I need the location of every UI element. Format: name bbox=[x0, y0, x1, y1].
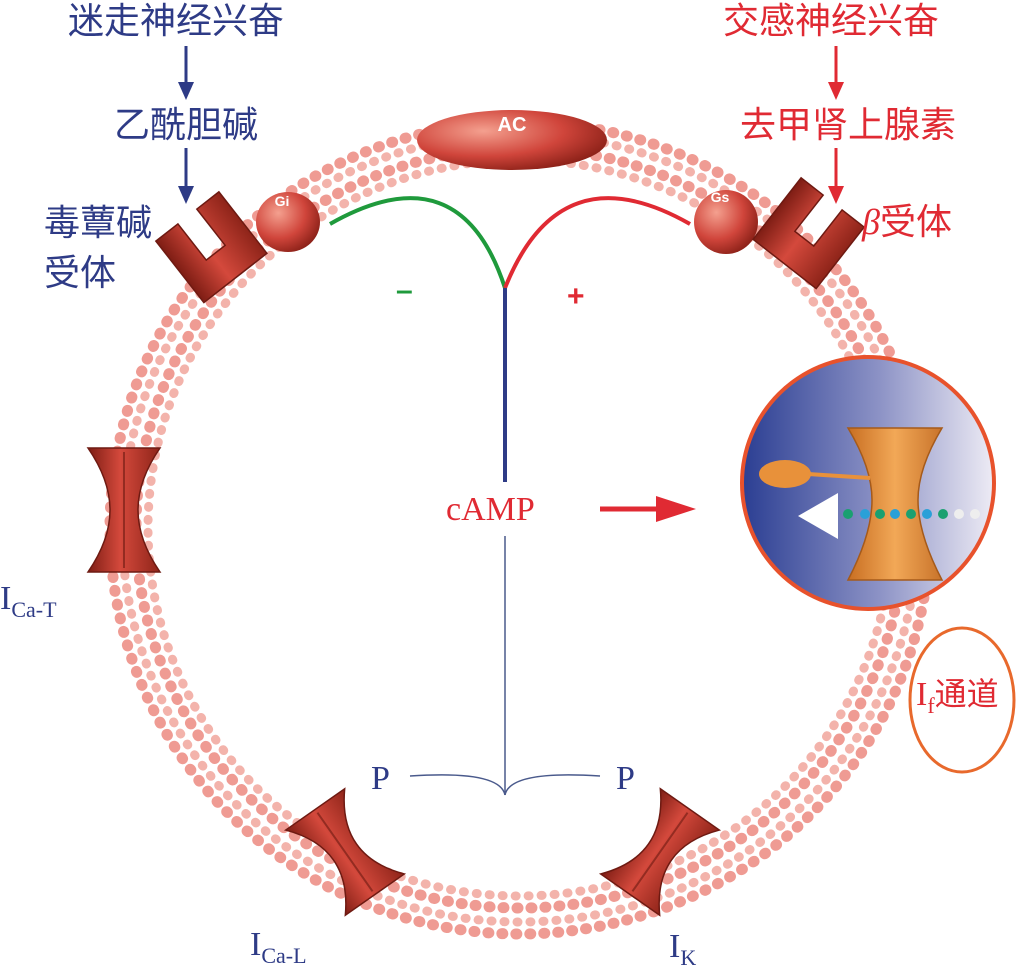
sympathetic-arrow-1-icon bbox=[828, 46, 844, 100]
ion-beads bbox=[843, 509, 980, 519]
ica-l-channel-icon bbox=[283, 787, 407, 917]
camp-arrow-icon bbox=[600, 496, 696, 522]
ica-t-label: ICa-T bbox=[0, 580, 57, 622]
if-current-arrow-icon bbox=[798, 493, 838, 539]
gi-label: Gi bbox=[275, 193, 290, 209]
vagal-arrow-1-icon bbox=[178, 46, 194, 100]
muscarinic-receptor-icon bbox=[154, 190, 268, 304]
inhibit-sign: – bbox=[396, 274, 413, 307]
phosphate-left-label: P bbox=[371, 760, 390, 797]
vagal-arrow-2-icon bbox=[178, 148, 194, 204]
ik-label: IK bbox=[669, 928, 697, 970]
gs-protein: Gs bbox=[694, 189, 758, 254]
beta-receptor-text: 受体 bbox=[879, 202, 952, 243]
ica-t-channel-icon bbox=[86, 447, 162, 573]
beta-receptor-icon bbox=[752, 176, 866, 290]
gi-protein: Gi bbox=[256, 192, 320, 252]
stimulate-sign: + bbox=[567, 280, 585, 313]
phosphate-right-label: P bbox=[616, 760, 635, 797]
sympathetic-arrow-2-icon bbox=[828, 148, 844, 204]
beta-symbol: β bbox=[862, 202, 880, 242]
if-channel-inset bbox=[740, 355, 996, 611]
gs-label: Gs bbox=[711, 189, 730, 205]
if-label-ring bbox=[908, 626, 1016, 774]
if-channel-icon bbox=[846, 427, 944, 581]
ac-label: AC bbox=[498, 114, 527, 136]
acetylcholine-label: 乙酰胆碱 bbox=[114, 105, 259, 146]
muscarinic-label-line1: 毒蕈碱 bbox=[44, 203, 153, 244]
sympathetic-nerve-label: 交感神经兴奋 bbox=[723, 1, 940, 42]
if-channel-label: If通道 bbox=[916, 675, 999, 718]
stimulatory-pathway-line bbox=[503, 196, 691, 289]
norepinephrine-label: 去甲肾上腺素 bbox=[740, 105, 957, 146]
muscarinic-label-line2: 受体 bbox=[44, 253, 117, 294]
phosphate-left-branch bbox=[409, 774, 506, 796]
beta-receptor-label: β受体 bbox=[862, 204, 952, 241]
if-gate-head-icon bbox=[759, 460, 811, 488]
camp-label: cAMP bbox=[446, 491, 535, 528]
ica-l-label: ICa-L bbox=[250, 926, 307, 968]
phosphate-right-branch bbox=[504, 774, 601, 796]
vagal-nerve-label: 迷走神经兴奋 bbox=[68, 1, 285, 42]
ik-channel-icon bbox=[598, 787, 722, 917]
inhibitory-pathway-line bbox=[329, 196, 507, 289]
adenylate-cyclase: AC bbox=[417, 110, 607, 170]
